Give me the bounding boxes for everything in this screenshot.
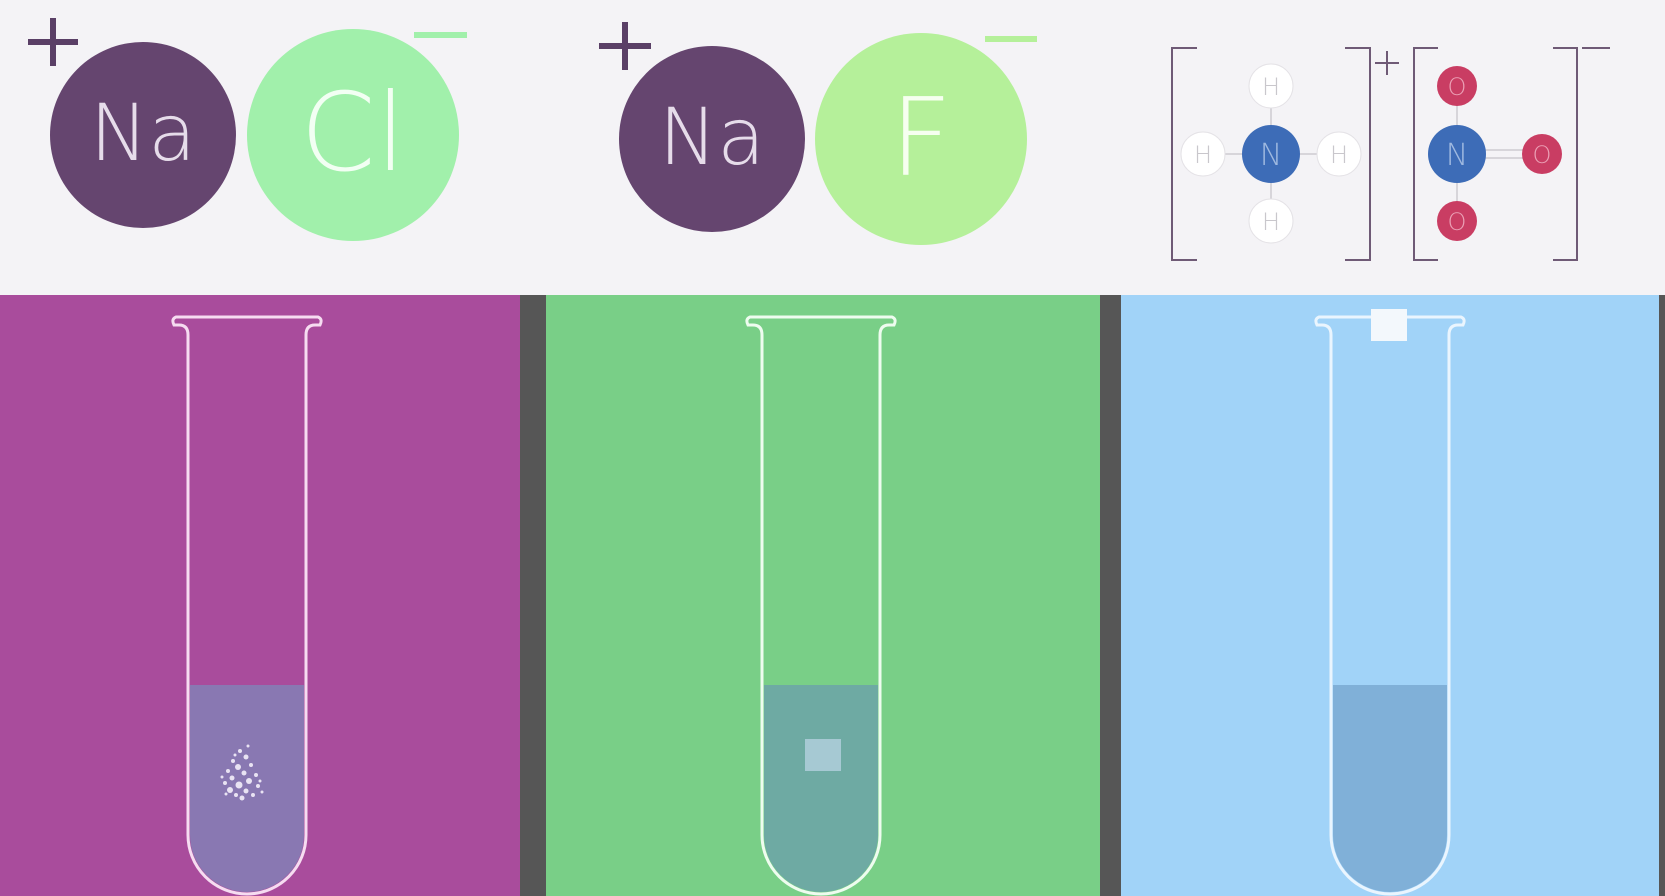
test-tube-panels: [0, 295, 1665, 896]
chloride-ion-circle: [247, 29, 459, 241]
hydrogen-atom-bottom: [1248, 198, 1294, 244]
ammonium-nitrogen-atom: [1242, 125, 1300, 183]
tube-liquid: [190, 685, 304, 892]
sodium-symbol: Na: [659, 93, 765, 183]
ion-formula-strip: Na Cl Na F: [0, 0, 1665, 295]
nitrogen-label: N: [1446, 138, 1468, 173]
fluoride-symbol: F: [890, 76, 952, 201]
test-tube-naf: [745, 315, 897, 896]
cation-charge-plus: [28, 18, 78, 66]
oxygen-label: O: [1448, 73, 1467, 101]
tube-outline: [745, 315, 897, 896]
hydrogen-label: H: [1262, 73, 1280, 101]
chloride-symbol: Cl: [300, 71, 405, 196]
oxygen-label: O: [1533, 141, 1552, 169]
panel-sodium-chloride: [0, 295, 520, 896]
panel-sodium-fluoride: [546, 295, 1100, 896]
tube-liquid: [764, 685, 878, 892]
hydrogen-atom-top: [1248, 63, 1294, 109]
sodium-ion-circle: [619, 46, 805, 232]
oxygen-atom-bottom: [1437, 201, 1477, 241]
hydrogen-atom-right: [1316, 131, 1362, 177]
fluoride-ion-circle: [815, 33, 1027, 245]
hydrogen-label: H: [1262, 208, 1280, 236]
undissolved-cube: [805, 739, 841, 771]
nitrate-nitrogen-atom: [1428, 125, 1486, 183]
oxygen-label: O: [1448, 208, 1467, 236]
ammonium-brackets: [1171, 47, 1371, 261]
cation-charge-plus: [599, 22, 651, 70]
falling-cube: [1371, 309, 1407, 341]
nitrate-brackets: [1413, 47, 1578, 261]
salt-naf: Na F: [599, 22, 1037, 245]
panel-ammonium-nitrate: [1121, 295, 1659, 896]
hydrogen-label: H: [1330, 141, 1348, 169]
tube-liquid: [1333, 685, 1447, 892]
hydrogen-label: H: [1194, 141, 1212, 169]
sodium-ion-circle: [50, 42, 236, 228]
oxygen-atom-right: [1522, 134, 1562, 174]
tube-outline: [1314, 315, 1466, 896]
dissolving-crystals: [220, 744, 264, 801]
ammonium-charge-plus: [1375, 51, 1399, 75]
oxygen-atom-top: [1437, 66, 1477, 106]
salt-nacl: Na Cl: [28, 18, 467, 241]
nitrogen-label: N: [1260, 138, 1282, 173]
salt-nh4no3: H H H H N O O O: [1171, 47, 1610, 261]
test-tube-nacl: [171, 315, 323, 896]
sodium-symbol: Na: [90, 89, 196, 179]
hydrogen-atom-left: [1180, 131, 1226, 177]
ion-formula-canvas: Na Cl Na F: [28, 18, 1610, 261]
test-tube-nh4no3: [1314, 309, 1466, 896]
tube-outline: [171, 315, 323, 896]
